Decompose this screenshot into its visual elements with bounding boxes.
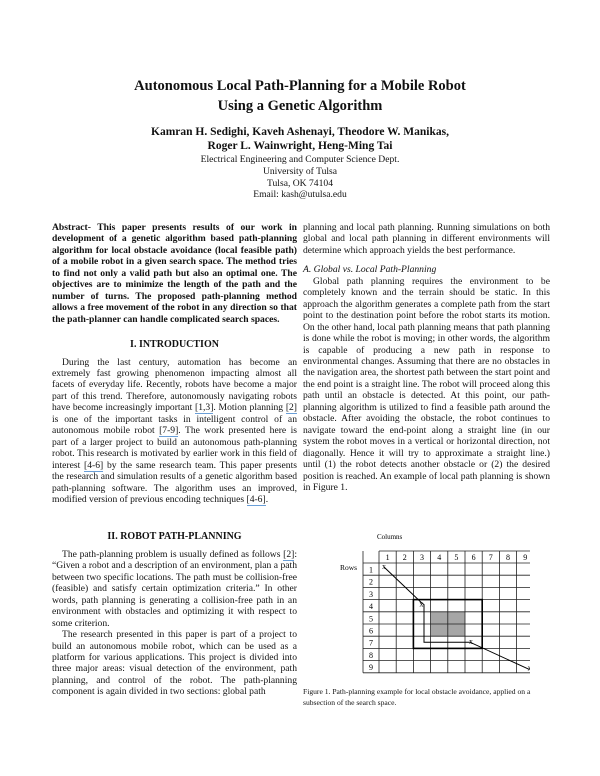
paper-title-line2: Using a Genetic Algorithm — [217, 98, 383, 114]
right-column: planning and local path planning. Runnin… — [303, 222, 550, 493]
row-number: 4 — [369, 602, 373, 611]
column-number: 1 — [386, 553, 390, 562]
column-number: 7 — [489, 553, 493, 562]
citation-link[interactable]: [4-6] — [84, 459, 104, 472]
intro-paragraph: During the last century, automation has … — [52, 357, 297, 506]
section-heading-robot-path-planning: II. ROBOT PATH-PLANNING — [107, 531, 242, 543]
column-number: 5 — [454, 553, 458, 562]
citation-link[interactable]: [1,3] — [195, 402, 214, 415]
left-column: Abstract- This paper presents results of… — [52, 222, 297, 697]
columns-label: Columns — [377, 533, 403, 541]
affiliation-city: Tulsa, OK 74104 — [266, 177, 333, 189]
row-number: 8 — [369, 651, 373, 660]
column-number: 9 — [523, 553, 527, 562]
text-segment: During the last century, automation has … — [52, 356, 297, 414]
robot-paragraph-2-continued: planning and local path planning. Runnin… — [303, 222, 550, 256]
text-segment: . — [265, 493, 269, 505]
row-number: 2 — [369, 578, 373, 587]
row-number: 9 — [369, 663, 373, 672]
authors-line1: Kamran H. Sedighi, Kaveh Ashenayi, Theod… — [151, 126, 449, 138]
row-number: 3 — [369, 590, 373, 599]
column-number: 4 — [437, 553, 441, 562]
affiliation: Electrical Engineering and Computer Scie… — [0, 154, 600, 201]
subsection-heading: A. Global vs. Local Path-Planning — [303, 264, 437, 276]
rows-label: Rows — [340, 563, 357, 572]
section-heading-introduction: I. INTRODUCTION — [130, 339, 219, 351]
text-segment: . Motion planning — [213, 402, 286, 414]
row-number: 1 — [369, 566, 373, 575]
robot-paragraph-2: The research presented in this paper is … — [52, 629, 297, 697]
affiliation-email: Email: kash@utulsa.edu — [253, 189, 347, 201]
citation-link[interactable]: [7-9] — [159, 425, 179, 438]
citation-link[interactable]: [2] — [283, 548, 295, 561]
figure-caption: Figure 1. Path-planning example for loca… — [303, 687, 531, 707]
column-number: 3 — [420, 553, 424, 562]
path-marker: x — [419, 600, 423, 609]
paper-title-line1: Autonomous Local Path-Planning for a Mob… — [134, 78, 466, 94]
row-number: 5 — [369, 614, 373, 623]
text-segment: is one of the important tasks in intelli… — [52, 413, 297, 437]
robot-path — [383, 566, 530, 671]
path-marker: x — [528, 664, 530, 673]
text-segment: Global path planning requires the enviro… — [303, 275, 550, 493]
path-marker: x — [469, 637, 473, 646]
affiliation-university: University of Tulsa — [262, 165, 338, 177]
subsection-paragraph: Global path planning requires the enviro… — [303, 276, 550, 494]
row-number: 6 — [369, 627, 373, 636]
text-segment: The path-planning problem is usually def… — [62, 548, 284, 560]
column-number: 6 — [472, 553, 476, 562]
row-number: 7 — [369, 639, 373, 648]
obstacle-boundary — [412, 598, 484, 650]
column-number: 8 — [506, 553, 510, 562]
citation-link[interactable]: [2] — [285, 402, 297, 415]
path-marker: x — [382, 562, 386, 571]
abstract: Abstract- This paper presents results of… — [52, 222, 297, 325]
column-number: 2 — [403, 553, 407, 562]
robot-paragraph-1: The path-planning problem is usually def… — [52, 548, 297, 629]
text-segment: by the same research team. This paper pr… — [52, 459, 297, 505]
authors-line2: Roger L. Wainwright, Heng-Ming Tai — [207, 140, 393, 152]
affiliation-dept: Electrical Engineering and Computer Scie… — [200, 154, 400, 165]
text-segment: The research presented in this paper is … — [52, 629, 297, 698]
text-segment: : “Given a robot and a description of an… — [52, 548, 297, 629]
citation-link[interactable]: [4-6] — [246, 493, 266, 506]
text-segment: . The work presented here is part of a l… — [52, 425, 297, 471]
